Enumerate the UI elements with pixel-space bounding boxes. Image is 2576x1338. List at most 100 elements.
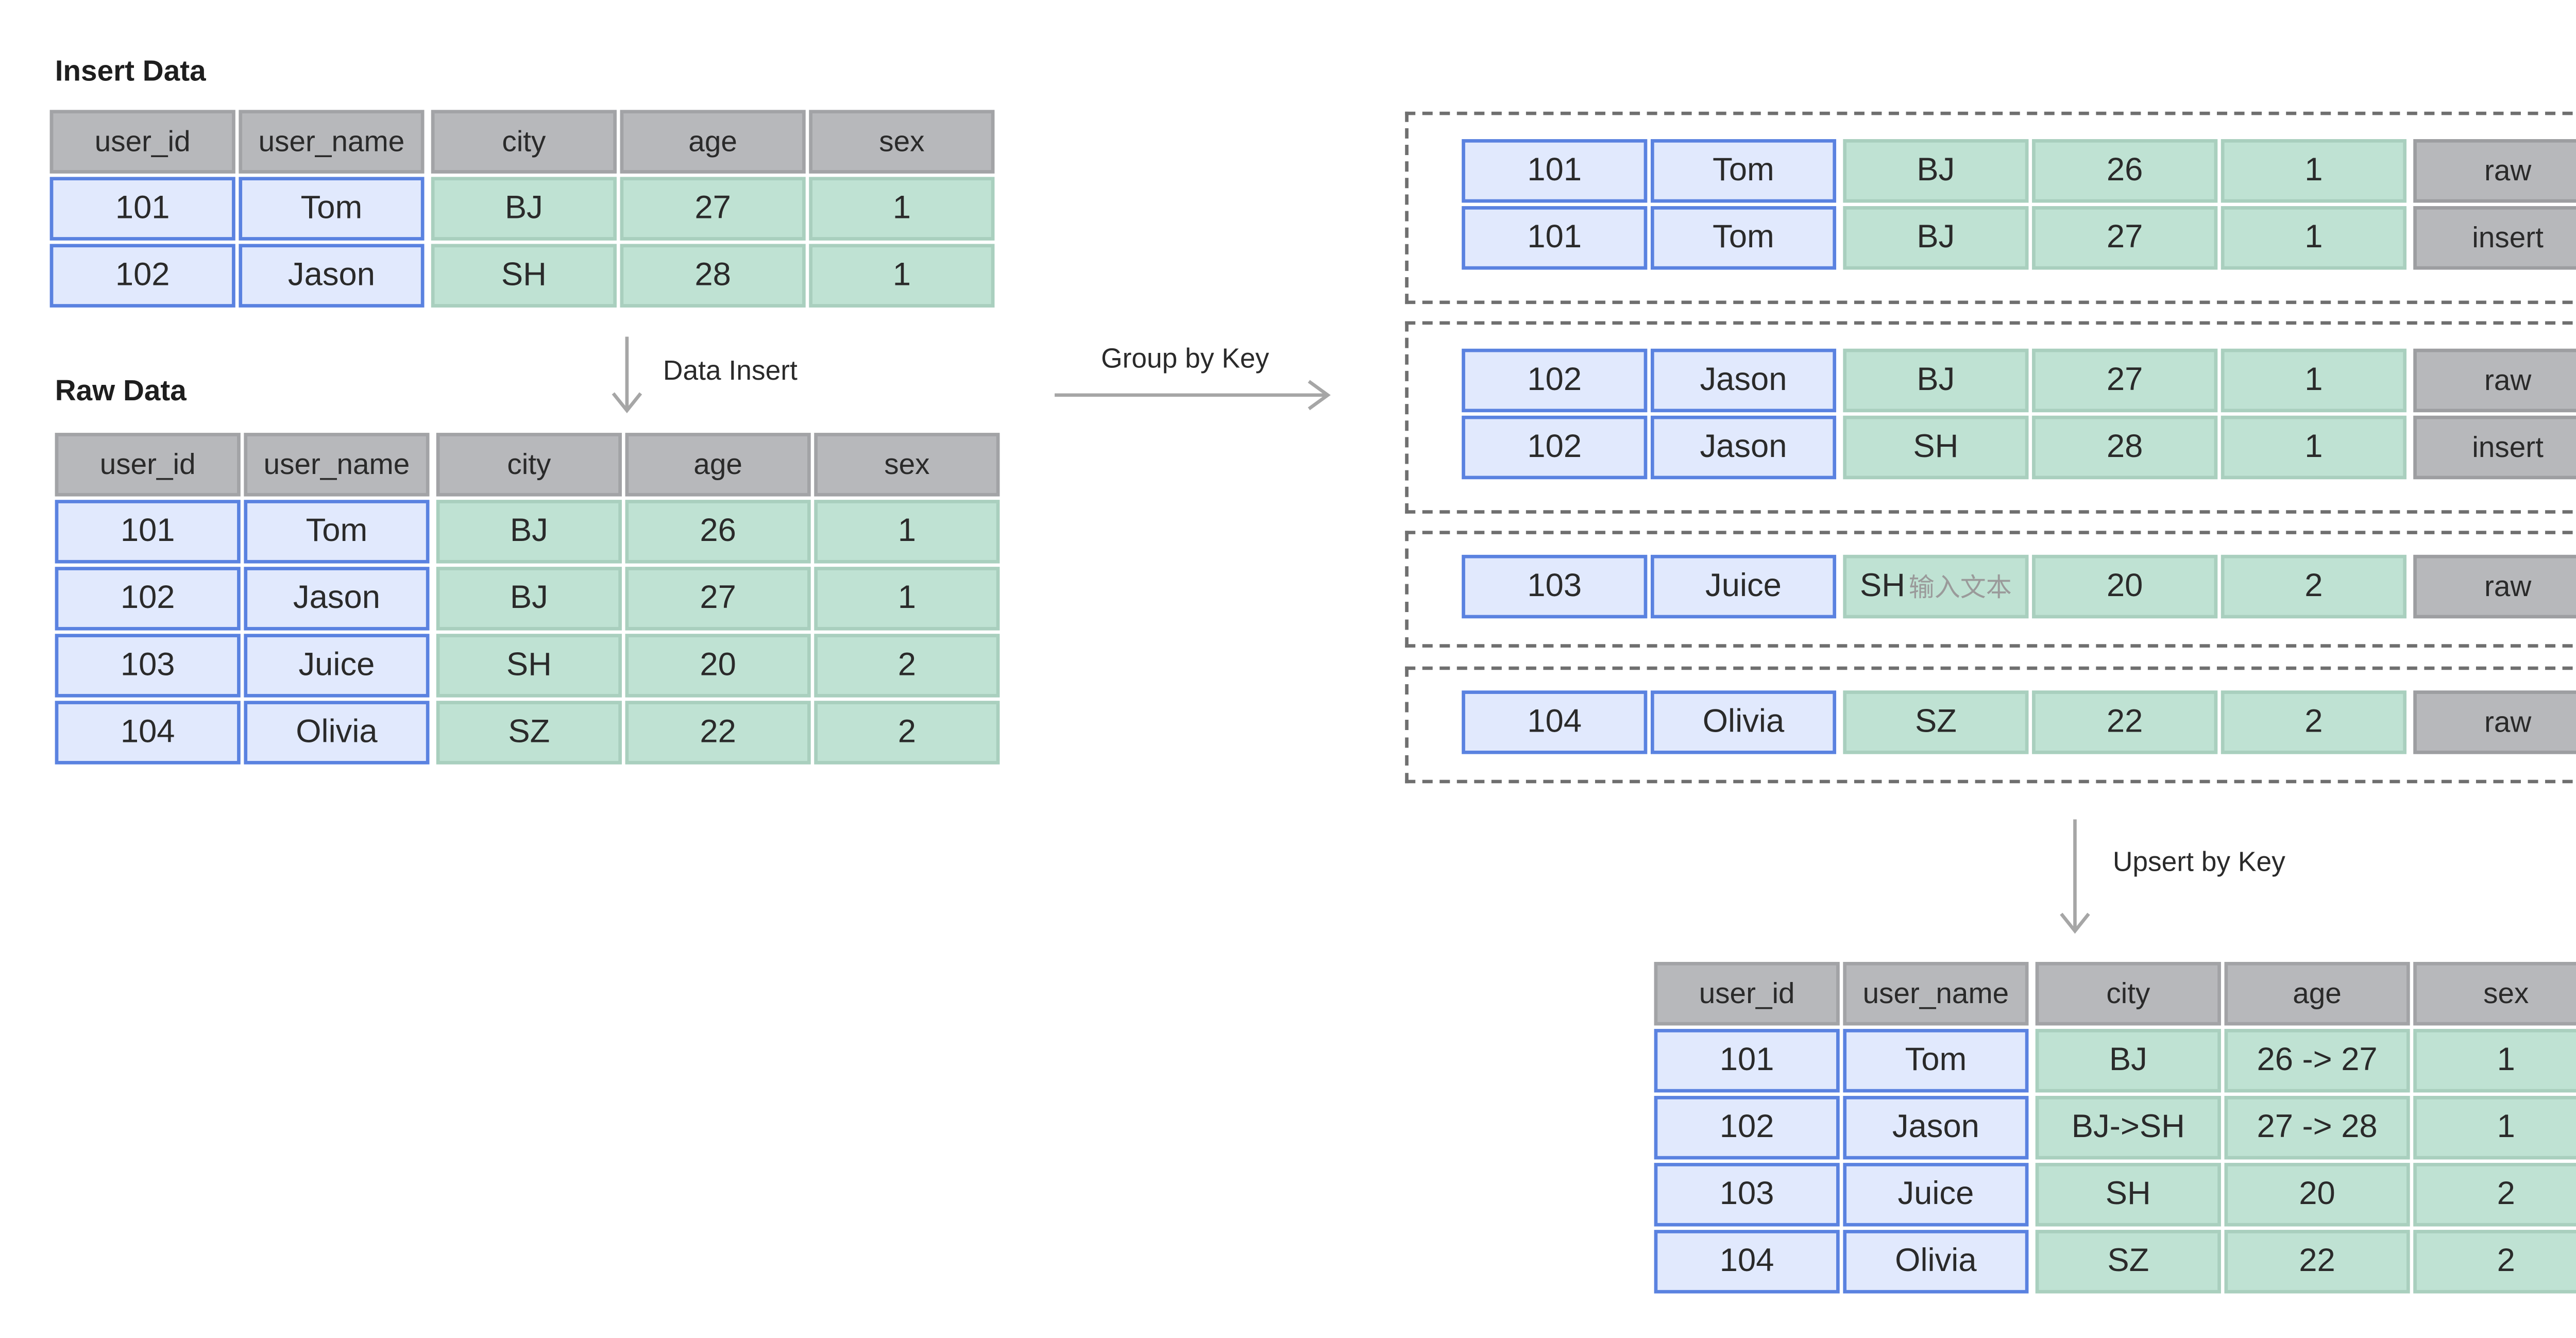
city-cell: SZ [436,701,622,765]
user-id-cell: 104 [55,701,241,765]
group-box [1405,666,2576,784]
column-header-user-id: user_id [49,110,235,174]
age-cell: 28 [2032,415,2218,480]
column-header-age: age [2224,962,2410,1026]
age-cell: 26 [625,500,811,564]
column-header-user-name: user_name [244,433,430,497]
age-cell: 27 [625,567,811,631]
group-box [1405,111,2576,304]
column-header-sex: sex [809,110,995,174]
city-cell: BJ->SH [2035,1096,2221,1160]
sex-cell: 1 [2221,139,2406,203]
sex-cell: 1 [2221,415,2406,480]
column-header-user-name: user_name [1843,962,2029,1026]
user-name-cell: Tom [244,500,430,564]
column-header-city: city [2035,962,2221,1026]
city-cell: BJ [436,500,622,564]
column-header-city: city [431,110,617,174]
user-name-cell: Jason [244,567,430,631]
sex-cell: 1 [809,177,995,241]
user-name-cell: Olivia [1650,690,1837,754]
source-tag: raw [2413,348,2576,413]
user-id-cell: 102 [1462,415,1648,480]
data-insert-arrow [612,336,642,414]
city-cell: SH [2035,1163,2221,1227]
city-cell: BJ [436,567,622,631]
user-name-cell: Olivia [1843,1230,2029,1294]
placeholder-text: 输入文本 [1908,573,2012,603]
user-id-cell: 101 [49,177,235,241]
sex-cell: 2 [2221,554,2406,619]
city-cell: SH [431,244,617,308]
user-name-cell: Jason [239,244,425,308]
sex-cell: 1 [814,500,1000,564]
age-cell: 27 -> 28 [2224,1096,2410,1160]
age-cell: 26 -> 27 [2224,1029,2410,1093]
user-id-cell: 101 [1462,139,1648,203]
column-header-age: age [625,433,811,497]
city-cell: BJ [1843,139,2029,203]
user-id-cell: 103 [55,634,241,698]
city-cell: SZ [1843,690,2029,754]
user-id-cell: 103 [1462,554,1648,619]
column-header-sex: sex [814,433,1000,497]
raw-data-title: Raw Data [55,374,187,408]
sex-cell: 2 [814,634,1000,698]
column-header-user-name: user_name [239,110,425,174]
user-id-cell: 102 [1654,1096,1840,1160]
column-header-city: city [436,433,622,497]
user-id-cell: 102 [55,567,241,631]
user-id-cell: 101 [1654,1029,1840,1093]
age-cell: 22 [2032,690,2218,754]
user-id-cell: 102 [1462,348,1648,413]
user-id-cell: 101 [1462,206,1648,270]
user-id-cell: 102 [49,244,235,308]
group-box [1405,531,2576,648]
user-name-cell: Jason [1843,1096,2029,1160]
age-cell: 22 [625,701,811,765]
city-cell: BJ [2035,1029,2221,1093]
user-name-cell: Jason [1650,415,1837,480]
age-cell: 20 [2224,1163,2410,1227]
sex-cell: 1 [814,567,1000,631]
user-name-cell: Tom [239,177,425,241]
sex-cell: 2 [2413,1163,2576,1227]
data-insert-label: Data Insert [663,357,798,387]
user-id-cell: 104 [1654,1230,1840,1294]
upsert-by-key-label: Upsert by Key [2112,848,2285,878]
city-cell: BJ [431,177,617,241]
user-name-cell: Juice [1843,1163,2029,1227]
user-id-cell: 103 [1654,1163,1840,1227]
group-box [1405,321,2576,514]
source-tag: raw [2413,690,2576,754]
sex-cell: 2 [814,701,1000,765]
group-by-key-label: Group by Key [1101,345,1269,375]
column-header-user-id: user_id [1654,962,1840,1026]
column-header-sex: sex [2413,962,2576,1026]
age-cell: 20 [2032,554,2218,619]
user-id-cell: 104 [1462,690,1648,754]
source-tag: raw [2413,139,2576,203]
upsert-by-key-arrow [2060,819,2090,934]
city-cell: SH [1843,415,2029,480]
city-cell: SZ [2035,1230,2221,1294]
